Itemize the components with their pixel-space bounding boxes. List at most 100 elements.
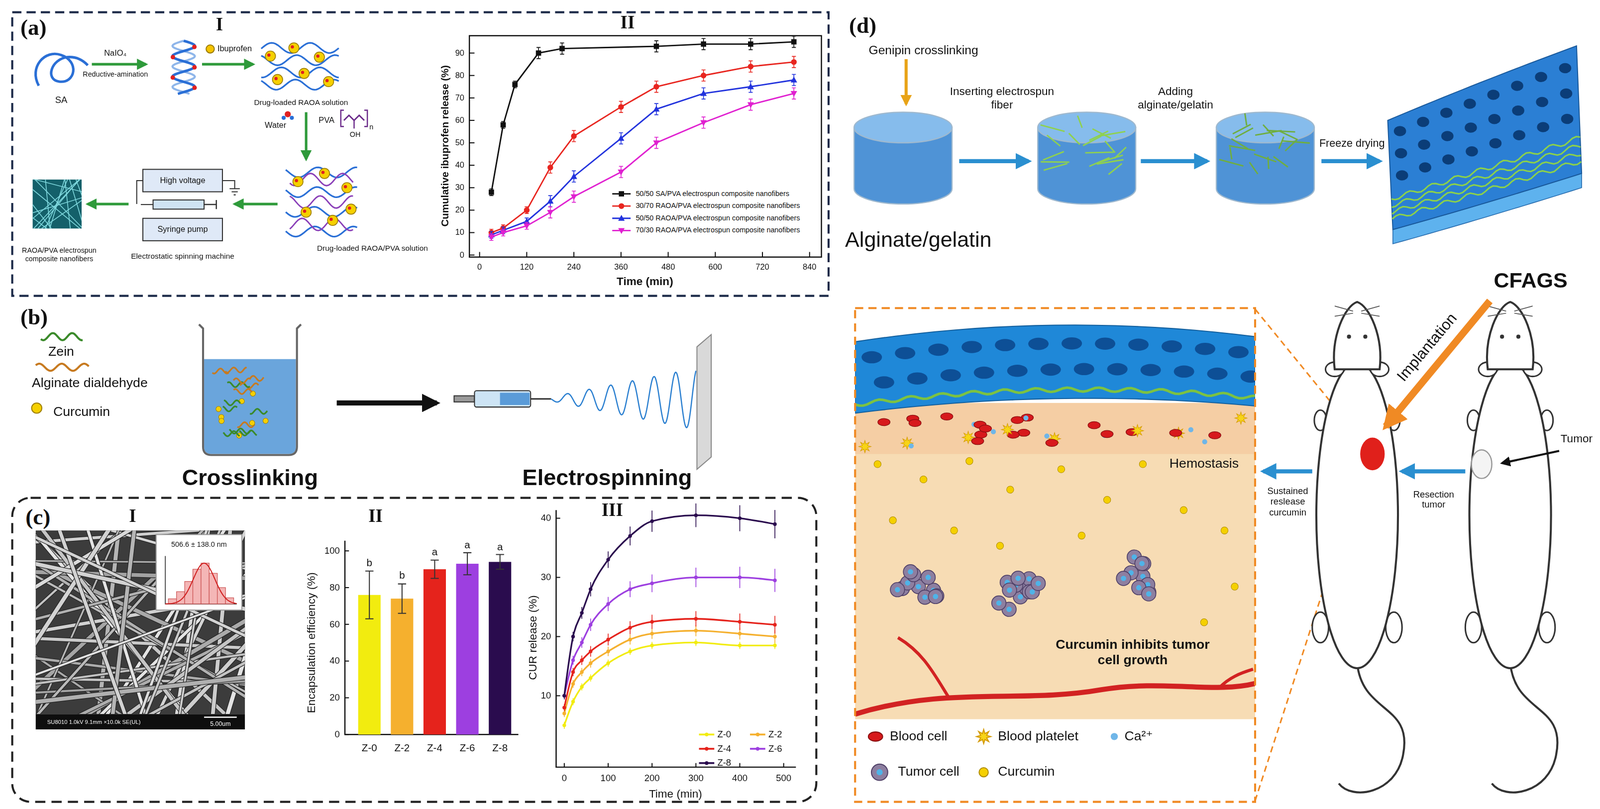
data-marker [488, 234, 495, 241]
syringe-needle [530, 398, 551, 400]
polymer-strand [249, 409, 268, 415]
legend-marker [704, 733, 709, 737]
axis-tick: 100 [600, 773, 617, 784]
data-marker [772, 522, 777, 527]
axis-tick: 240 [566, 262, 581, 273]
scaffold-pore [1161, 340, 1182, 353]
axis-tick-mark [714, 251, 716, 257]
scaffold-section [854, 324, 1256, 414]
scaffold-pore [1107, 363, 1128, 376]
axis-tick: 80 [455, 70, 465, 81]
category-label: Z-4 [426, 742, 443, 754]
calcium-ion [1023, 415, 1029, 421]
legend-icon [1110, 733, 1118, 741]
data-marker [570, 133, 577, 139]
significance-letter: b [366, 557, 373, 570]
legend-text: Z-4 [717, 743, 732, 754]
axis-tick-mark [607, 763, 609, 768]
category-label: Z-8 [492, 742, 508, 754]
aldehyde-dot [170, 75, 176, 80]
tumor-cell [890, 582, 905, 598]
scaffold-pore [1007, 364, 1028, 378]
error-bar [365, 571, 374, 620]
data-marker [652, 140, 660, 147]
fiber [1096, 159, 1124, 165]
sem-info-strip [35, 714, 245, 730]
data-marker [747, 41, 754, 47]
mouse-eye [1363, 334, 1368, 339]
material-label: Alginate/gelatin [845, 227, 992, 252]
legend-icon [871, 764, 888, 781]
mouse-head [1487, 302, 1534, 370]
legend-text: Z-0 [717, 729, 732, 741]
scaffold-pore [1512, 130, 1526, 141]
data-marker [694, 629, 698, 633]
mouse-tail [1338, 663, 1405, 793]
tumor-cell [1141, 586, 1157, 602]
axis-tick-mark [469, 75, 475, 77]
zein-strand [40, 332, 83, 340]
step-label: SA [55, 94, 68, 106]
data-marker [562, 694, 566, 698]
drug-particle [341, 182, 353, 194]
axis-tick-mark [809, 251, 811, 257]
component-label: Zein [48, 344, 75, 360]
data-marker [694, 575, 698, 580]
legend-text: 50/50 RAOA/PVA electrospun composite nan… [634, 214, 801, 223]
solution [204, 359, 297, 455]
histogram-bar [201, 563, 210, 605]
scaffold-pore [1465, 146, 1479, 157]
data-marker [562, 723, 566, 728]
embedded-fiber [1392, 161, 1582, 219]
axis-tick: 480 [661, 262, 675, 273]
flow-arrow [92, 63, 147, 66]
mouse-body [1469, 362, 1552, 669]
axis-tick: 0 [334, 729, 340, 741]
tumor-nucleus [1006, 587, 1013, 594]
tumor-mass [1471, 449, 1493, 479]
curcumin-dot [1006, 486, 1014, 494]
fiber [56, 179, 82, 229]
drug-core [301, 70, 305, 75]
axis-tick-mark [469, 52, 475, 54]
axis-tick-mark [344, 550, 349, 552]
step-label: Inserting electrospun fiber [948, 85, 1056, 111]
flow-arrow [305, 112, 308, 160]
tumor-nucleus [894, 587, 901, 593]
chem-subscript: n [369, 123, 374, 132]
scaffold-pore [1464, 122, 1478, 133]
tumor-cell [1031, 576, 1046, 591]
curcumin-dot [215, 406, 222, 413]
blood-vessel-branch [1219, 669, 1254, 688]
legend-icon [978, 767, 988, 777]
subpanel-label: III [601, 499, 624, 521]
axis-tick-mark [783, 763, 785, 768]
data-marker [700, 90, 707, 97]
scaffold-pore [1510, 80, 1524, 92]
data-marker [747, 83, 754, 90]
reagent-label: Ibuprofen [217, 44, 252, 54]
mouse-body [1316, 362, 1398, 669]
curcumin-dot [1179, 506, 1187, 514]
polymer-strand [223, 400, 241, 406]
drug-core [294, 179, 299, 183]
axis-tick-mark [469, 119, 475, 121]
bar [456, 563, 479, 735]
data-marker [738, 575, 742, 580]
data-marker [772, 578, 777, 583]
data-marker [606, 638, 610, 642]
pva-bond [353, 120, 355, 129]
scaffold-pore [1488, 113, 1501, 125]
tumor-nucleus [922, 594, 928, 601]
plot-frame [469, 35, 822, 258]
scaffold-pore [894, 346, 916, 360]
data-marker [628, 649, 632, 653]
tumor-nucleus [907, 569, 914, 575]
sem-info: SU8010 1.0kV 9.1mm ×10.0k SE(UL) [47, 719, 141, 726]
data-marker [562, 694, 566, 698]
blood-vessel [854, 683, 1256, 715]
flow-arrow [87, 203, 129, 206]
embedded-fiber [1391, 154, 1581, 214]
data-marker [618, 104, 624, 110]
fiber [39, 179, 83, 229]
